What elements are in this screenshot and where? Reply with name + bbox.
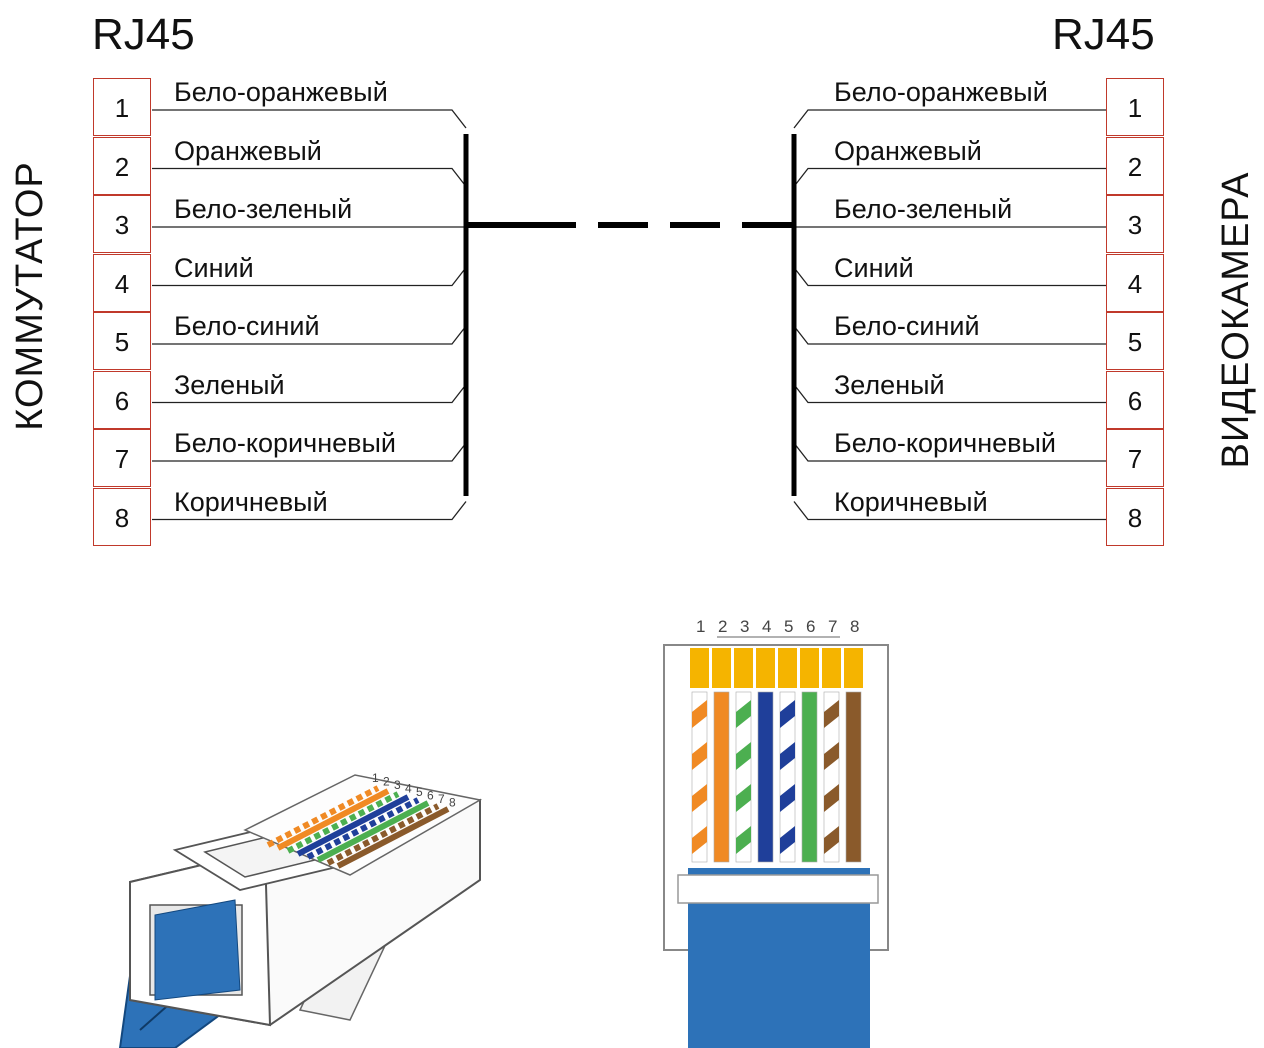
right-pin-7: 7	[1106, 429, 1164, 487]
left-wire-label: Синий	[174, 252, 254, 283]
left-wire-line	[152, 325, 467, 345]
right-pin-8: 8	[1106, 487, 1164, 546]
right-wire-line	[793, 167, 1106, 187]
right-pin-4: 4	[1106, 253, 1164, 312]
left-wire-line	[152, 267, 467, 287]
left-pin-7: 7	[93, 429, 151, 487]
left-wire-label: Бело-коричневый	[174, 428, 396, 458]
right-pin-2: 2	[1106, 136, 1164, 195]
left-wire-label: Бело-оранжевый	[174, 77, 388, 107]
right-pin-3: 3	[1106, 195, 1164, 253]
right-pin-1: 1	[1106, 78, 1164, 136]
right-pin-5: 5	[1106, 312, 1164, 370]
left-wire-line	[152, 501, 467, 521]
left-rj45-header: RJ45	[92, 10, 195, 59]
right-wire-label: Оранжевый	[834, 135, 982, 166]
left-pin-3: 3	[93, 195, 151, 253]
right-wire-label: Бело-зеленый	[834, 194, 1013, 224]
left-pin-4: 4	[93, 253, 151, 312]
right-rj45-header: RJ45	[1052, 10, 1155, 59]
left-pin-5: 5	[93, 312, 151, 370]
left-wire-label: Бело-зеленый	[174, 194, 353, 224]
right-wire-line	[793, 384, 1106, 404]
right-wire-label: Бело-оранжевый	[834, 77, 1048, 107]
left-wire-line	[152, 384, 467, 404]
right-wire-line	[793, 267, 1106, 287]
left-wire-label: Оранжевый	[174, 135, 322, 166]
left-wire-label: Бело-синий	[174, 311, 320, 341]
right-wire-label: Зеленый	[834, 369, 945, 400]
right-pin-6: 6	[1106, 370, 1164, 429]
right-wire-line	[793, 442, 1106, 462]
left-wire-line	[152, 109, 467, 129]
right-wire-label: Синий	[834, 252, 914, 283]
left-wire-line	[152, 442, 467, 462]
left-pin-2: 2	[93, 136, 151, 195]
right-wire-line	[793, 325, 1106, 345]
left-wire-line	[152, 167, 467, 187]
right-wire-line	[793, 109, 1106, 129]
left-wire-label: Коричневый	[174, 486, 328, 517]
right-wire-label: Бело-синий	[834, 311, 980, 341]
left-pin-6: 6	[93, 370, 151, 429]
right-wire-line	[793, 501, 1106, 521]
left-pin-1: 1	[93, 78, 151, 136]
left-wire-label: Зеленый	[174, 369, 285, 400]
left-pin-8: 8	[93, 487, 151, 546]
right-wire-label: Бело-коричневый	[834, 428, 1056, 458]
right-wire-label: Коричневый	[834, 486, 988, 517]
